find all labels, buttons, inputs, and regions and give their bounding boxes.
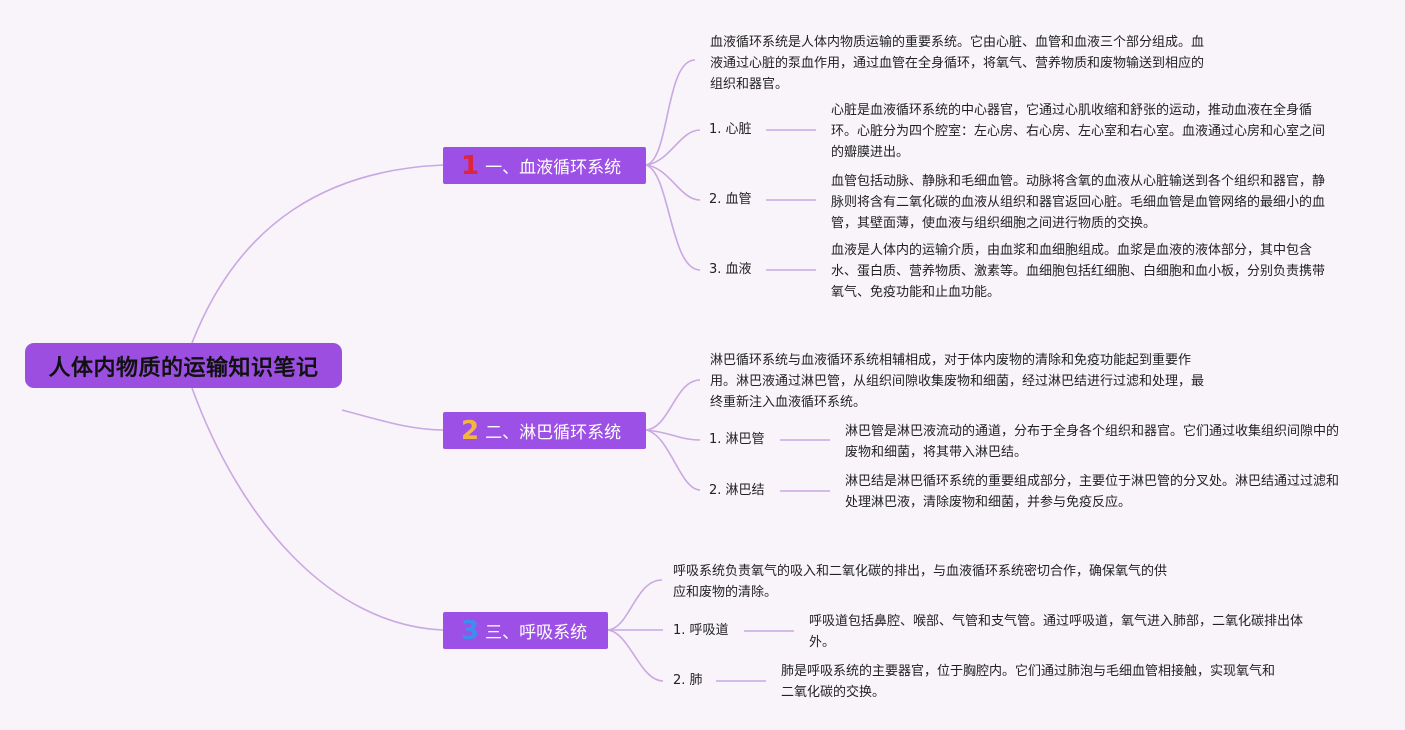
subtopic-heart[interactable]: 1. 心脏 xyxy=(709,122,752,137)
number-2-icon: 2 xyxy=(461,415,480,446)
subtopic-blood-vessels[interactable]: 2. 血管 xyxy=(709,192,752,207)
branch-circulatory-system[interactable]: 1 一、血液循环系统 xyxy=(443,147,646,184)
branch-label: 一、血液循环系统 xyxy=(485,158,622,178)
branch-lymphatic-system[interactable]: 2 二、淋巴循环系统 xyxy=(443,412,646,449)
subtopic-blood[interactable]: 3. 血液 xyxy=(709,262,752,277)
subtopic-description: 淋巴结是淋巴循环系统的重要组成部分，主要位于淋巴管的分叉处。淋巴结通过过滤和处理… xyxy=(845,474,1340,510)
subtopic-description: 肺是呼吸系统的主要器官，位于胸腔内。它们通过肺泡与毛细血管相接触，实现氧气和二氧… xyxy=(781,664,1276,700)
subtopic-description: 呼吸道包括鼻腔、喉部、气管和支气管。通过呼吸道，氧气进入肺部，二氧化碳排出体外。 xyxy=(809,614,1304,650)
subtopic-respiratory-tract[interactable]: 1. 呼吸道 xyxy=(673,623,729,638)
subtopic-description: 淋巴管是淋巴液流动的通道，分布于全身各个组织和器官。它们通过收集组织间隙中的废物… xyxy=(845,424,1340,460)
subtopic-description: 血管包括动脉、静脉和毛细血管。动脉将含氧的血液从心脏输送到各个组织和器官，静脉则… xyxy=(831,174,1326,231)
branch-intro-text: 血液循环系统是人体内物质运输的重要系统。它由心脏、血管和血液三个部分组成。血液通… xyxy=(710,35,1205,92)
root-topic[interactable]: 人体内物质的运输知识笔记 xyxy=(25,343,342,388)
branch-intro-text: 淋巴循环系统与血液循环系统相辅相成，对于体内废物的清除和免疫功能起到重要作用。淋… xyxy=(710,353,1205,410)
branch-label: 三、呼吸系统 xyxy=(485,623,588,643)
subtopic-lungs[interactable]: 2. 肺 xyxy=(673,673,703,688)
number-3-icon: 3 xyxy=(461,615,480,646)
branch-respiratory-system[interactable]: 3 三、呼吸系统 xyxy=(443,612,608,649)
branch-label: 二、淋巴循环系统 xyxy=(485,423,622,443)
number-1-icon: 1 xyxy=(461,150,480,181)
subtopic-lymph-vessels[interactable]: 1. 淋巴管 xyxy=(709,432,765,447)
subtopic-description: 血液是人体内的运输介质，由血浆和血细胞组成。血浆是血液的液体部分，其中包含水、蛋… xyxy=(831,243,1326,300)
branch-intro-text: 呼吸系统负责氧气的吸入和二氧化碳的排出，与血液循环系统密切合作，确保氧气的供应和… xyxy=(673,564,1168,600)
root-title: 人体内物质的运输知识笔记 xyxy=(48,355,319,381)
subtopic-lymph-nodes[interactable]: 2. 淋巴结 xyxy=(709,483,765,498)
subtopic-description: 心脏是血液循环系统的中心器官，它通过心肌收缩和舒张的运动，推动血液在全身循环。心… xyxy=(831,103,1326,160)
